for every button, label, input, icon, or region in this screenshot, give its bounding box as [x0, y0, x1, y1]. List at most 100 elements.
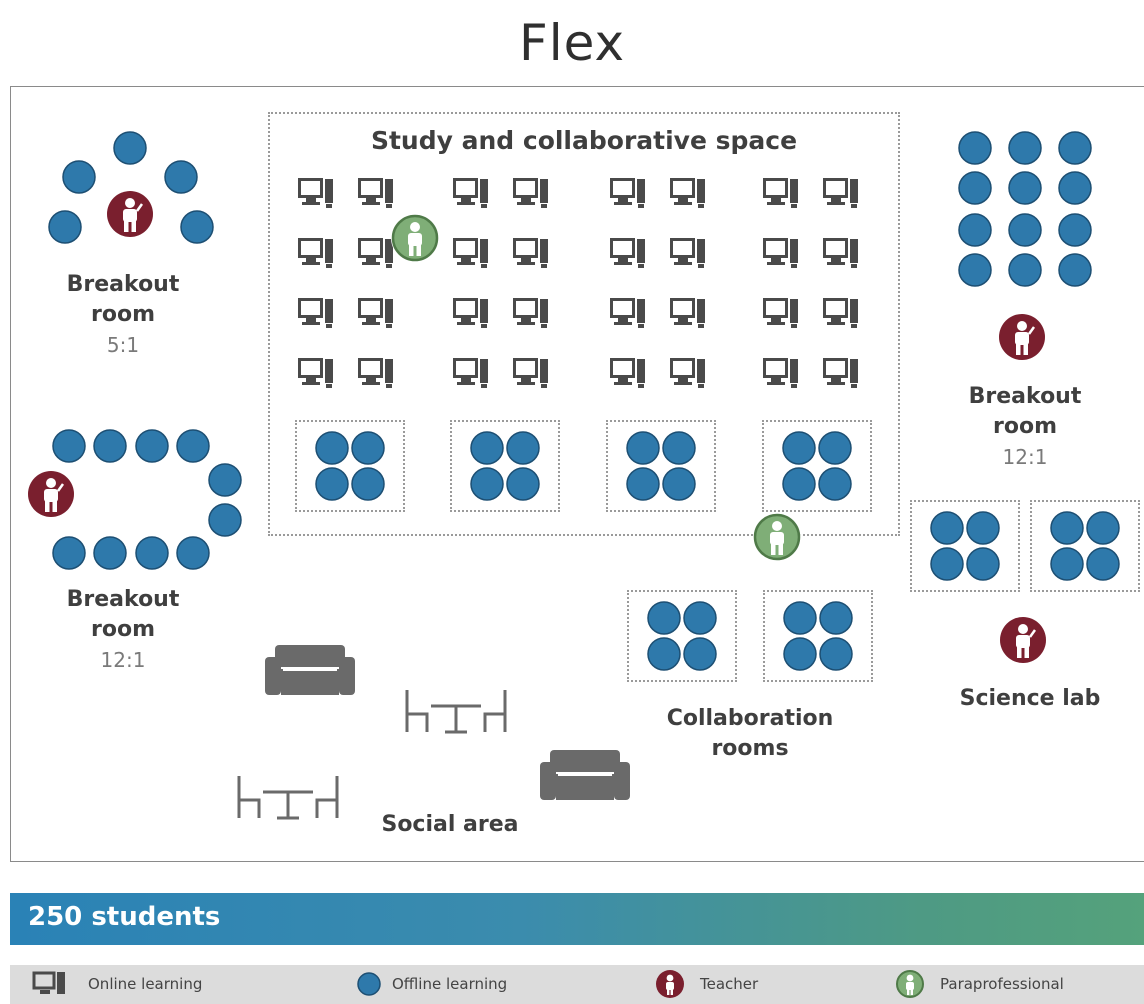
computer-icon [453, 178, 488, 208]
student-circle-icon [1058, 131, 1092, 165]
student-circle-icon [966, 511, 1000, 545]
study-space-zone [268, 112, 900, 536]
student-circle-icon [176, 429, 210, 463]
computer-icon [32, 971, 65, 994]
ratio-text: 5:1 [106, 333, 140, 357]
table-chairs-icon [237, 776, 339, 820]
student-circle-icon [506, 431, 540, 465]
student-circle-icon [1008, 253, 1042, 287]
student-circle-icon [52, 429, 86, 463]
computer-icon [610, 298, 645, 328]
ratio-text: 12:1 [1002, 445, 1048, 469]
computer-icon [298, 178, 333, 208]
student-circle-icon [966, 547, 1000, 581]
student-circle-icon [662, 467, 696, 501]
computer-icon [823, 298, 858, 328]
student-circle-icon [819, 637, 853, 671]
computer-icon [670, 358, 705, 388]
study-group-box [295, 420, 405, 512]
student-circle-icon [958, 171, 992, 205]
student-count-banner: 250 students [10, 893, 1144, 945]
student-circle-icon [176, 536, 210, 570]
teacher-icon [656, 970, 684, 998]
student-circle-icon [782, 431, 816, 465]
legend-paraprofessional-label: Paraprofessional [940, 975, 1064, 993]
student-circle-icon [113, 131, 147, 165]
student-circle-icon [626, 431, 660, 465]
computer-icon [358, 358, 393, 388]
ratio-text: 12:1 [100, 648, 146, 672]
computer-icon [298, 298, 333, 328]
computer-icon [610, 238, 645, 268]
student-circle-icon [1008, 213, 1042, 247]
student-circle-icon [783, 637, 817, 671]
computer-icon [298, 358, 333, 388]
legend-offline-label: Offline learning [392, 975, 508, 993]
collaboration-room [627, 590, 737, 682]
student-circle-icon [1086, 547, 1120, 581]
table-chairs-icon [405, 690, 507, 734]
student-circle-icon [470, 467, 504, 501]
study-group-box [450, 420, 560, 512]
student-count: 250 students [28, 902, 221, 932]
label-line: rooms [711, 736, 789, 761]
student-circle-icon [164, 160, 198, 194]
floor-plan [10, 86, 1144, 862]
computer-icon [513, 358, 548, 388]
computer-icon [358, 238, 393, 268]
computer-icon [453, 298, 488, 328]
student-circle-icon [180, 210, 214, 244]
label-line: room [90, 302, 155, 327]
computer-icon [670, 298, 705, 328]
label-line: Breakout [968, 384, 1082, 409]
computer-icon [358, 298, 393, 328]
student-circle-icon [1058, 253, 1092, 287]
computer-icon [453, 358, 488, 388]
computer-icon [513, 178, 548, 208]
paraprofessional-icon [896, 970, 924, 998]
student-circle-icon [1050, 547, 1084, 581]
student-circle-icon [506, 467, 540, 501]
student-circle-icon [1086, 511, 1120, 545]
teacher-icon [1000, 617, 1046, 663]
computer-icon [823, 238, 858, 268]
student-circle-icon [93, 536, 127, 570]
label-line: Breakout [66, 587, 180, 612]
science-lab-bench [1030, 500, 1140, 592]
computer-icon [298, 238, 333, 268]
label-line: room [992, 414, 1057, 439]
science-lab-bench [910, 500, 1020, 592]
label-line: Breakout [66, 272, 180, 297]
label-line: Collaboration [666, 706, 834, 731]
student-circle-icon [351, 467, 385, 501]
student-circle-icon [783, 601, 817, 635]
breakout-room-5-label: Breakout room 5:1 [48, 270, 198, 360]
computer-icon [358, 178, 393, 208]
sofa-icon [540, 750, 630, 800]
student-circle-icon [782, 467, 816, 501]
paraprofessional-icon [753, 513, 801, 561]
breakout-room-12-left-label: Breakout room 12:1 [48, 585, 198, 675]
student-circle-icon [48, 210, 82, 244]
teacher-icon [28, 471, 74, 517]
student-circle-icon [1008, 131, 1042, 165]
computer-icon [763, 298, 798, 328]
student-circle-icon [208, 503, 242, 537]
student-circle-icon [62, 160, 96, 194]
computer-icon [763, 238, 798, 268]
science-lab-label: Science lab [959, 686, 1101, 711]
legend-teacher-label: Teacher [700, 975, 759, 993]
computer-icon [610, 178, 645, 208]
breakout-room-12-right-label: Breakout room 12:1 [950, 382, 1100, 472]
student-circle-icon [315, 431, 349, 465]
computer-icon [670, 178, 705, 208]
student-circle-icon [1058, 213, 1092, 247]
student-circle-icon [930, 547, 964, 581]
student-circle-icon [958, 253, 992, 287]
student-circle-icon [52, 536, 86, 570]
student-circle-icon [930, 511, 964, 545]
sofa-icon [265, 645, 355, 695]
student-circle-icon [647, 601, 681, 635]
teacher-icon [107, 191, 153, 237]
